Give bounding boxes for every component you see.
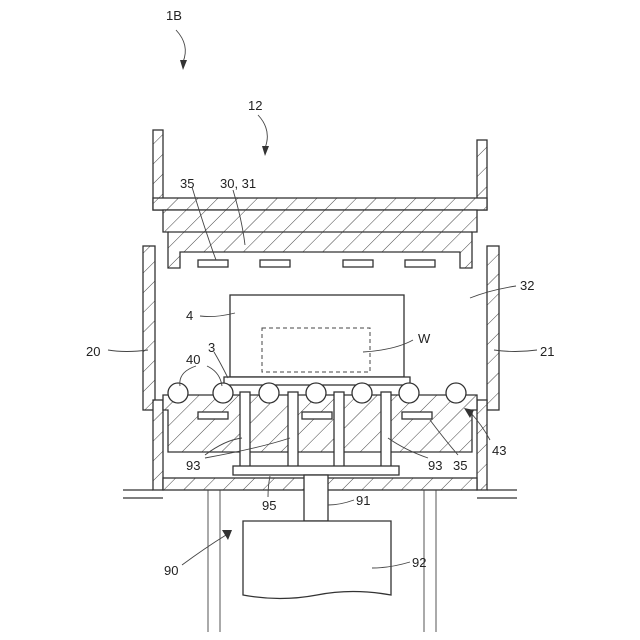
label-arrow-43: 43 bbox=[492, 443, 506, 458]
outer-upper-walls bbox=[153, 130, 487, 210]
ceiling-plate bbox=[163, 210, 477, 268]
label-base-plate: 95 bbox=[262, 498, 276, 513]
label-wafer: W bbox=[418, 331, 431, 346]
floor-plate bbox=[163, 395, 477, 452]
label-fig-id: 1B bbox=[166, 8, 182, 23]
label-unit: 12 bbox=[248, 98, 262, 113]
base-plate-95 bbox=[233, 466, 399, 475]
motor-92 bbox=[243, 521, 391, 599]
rod-91 bbox=[304, 475, 328, 521]
label-left-wall: 20 bbox=[86, 344, 100, 359]
label-slot-right: 35 bbox=[453, 458, 467, 473]
label-plate: 3 bbox=[208, 340, 215, 355]
label-rod: 91 bbox=[356, 493, 370, 508]
label-motor: 92 bbox=[412, 555, 426, 570]
label-pins-left: 93 bbox=[186, 458, 200, 473]
heater-slots-top bbox=[198, 260, 435, 267]
label-right-wall: 21 bbox=[540, 344, 554, 359]
label-pins-right: 93 bbox=[428, 458, 442, 473]
label-heater-slots: 35 bbox=[180, 176, 194, 191]
block-4 bbox=[230, 295, 404, 377]
label-block: 4 bbox=[186, 308, 193, 323]
label-space: 32 bbox=[520, 278, 534, 293]
label-ceiling: 30, 31 bbox=[220, 176, 256, 191]
label-rollers: 40 bbox=[186, 352, 200, 367]
label-lifter: 90 bbox=[164, 563, 178, 578]
